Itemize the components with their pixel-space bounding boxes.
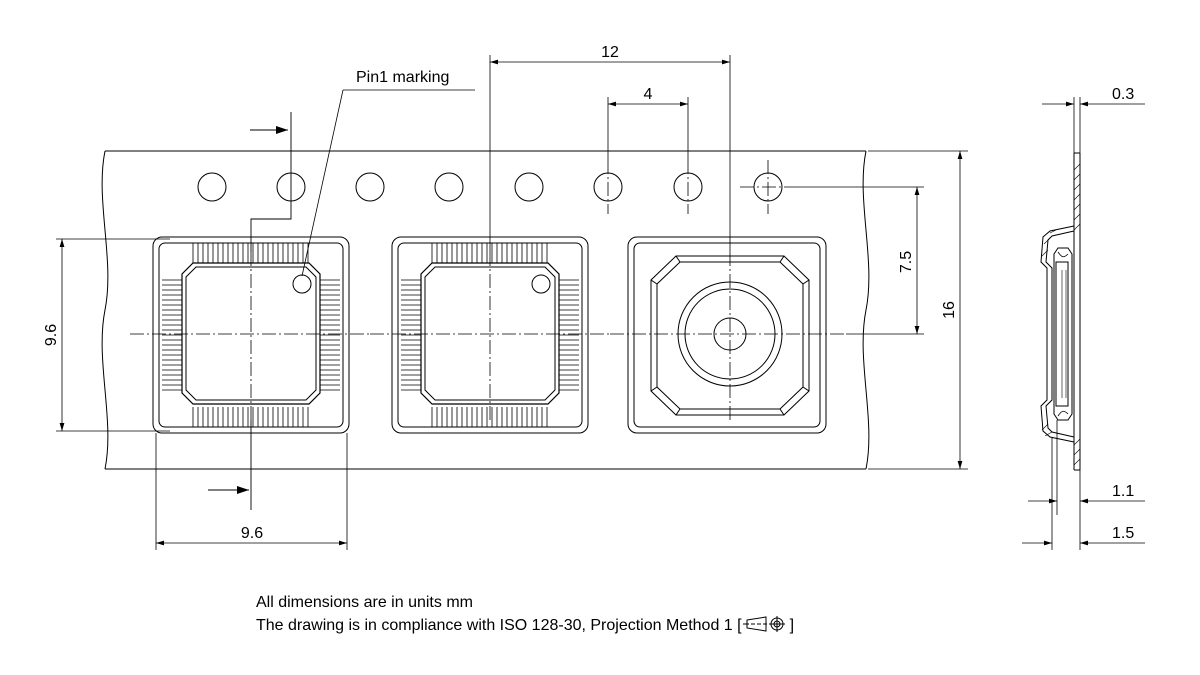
pocket-3 <box>627 236 827 434</box>
dim-pocket-width <box>155 433 348 550</box>
pocket-1 <box>152 236 350 434</box>
dim-pocket-height-label: 9.6 <box>43 324 60 346</box>
note-compliance-close: ] <box>789 617 795 634</box>
dim-hole-offset <box>796 186 924 335</box>
dim-depth-inner-label: 1.1 <box>1112 483 1134 500</box>
pin1-label: Pin1 marking <box>356 69 449 86</box>
dim-depth-outer <box>1022 437 1145 550</box>
note-compliance-text: The drawing is in compliance with ISO 12… <box>256 617 742 634</box>
dim-thickness-label: 0.3 <box>1112 86 1134 103</box>
center-lines <box>130 160 846 420</box>
projection-method-icon <box>742 616 785 632</box>
dim-pocket-pitch <box>489 55 731 252</box>
dim-pocket-width-label: 9.6 <box>241 525 263 542</box>
dim-thickness <box>1042 97 1145 153</box>
pin1-leader <box>301 89 475 277</box>
note-compliance: The drawing is in compliance with ISO 12… <box>256 614 794 637</box>
dim-hole-offset-label: 7.5 <box>898 251 915 273</box>
drawing-notes: All dimensions are in units mm The drawi… <box>256 591 794 637</box>
section-marker <box>208 112 292 510</box>
dim-tape-width <box>868 150 968 470</box>
dim-depth-outer-label: 1.5 <box>1112 525 1134 542</box>
dim-hole-pitch <box>607 97 689 160</box>
pocket-2 <box>391 236 589 434</box>
dim-pocket-height <box>56 238 170 432</box>
note-units: All dimensions are in units mm <box>256 594 473 611</box>
dim-pocket-pitch-label: 12 <box>601 44 619 61</box>
dim-tape-width-label: 16 <box>941 301 958 319</box>
dim-hole-pitch-label: 4 <box>644 86 653 103</box>
side-view <box>1040 152 1081 471</box>
pin1-dot <box>292 274 312 294</box>
carrier-tape <box>101 150 870 470</box>
